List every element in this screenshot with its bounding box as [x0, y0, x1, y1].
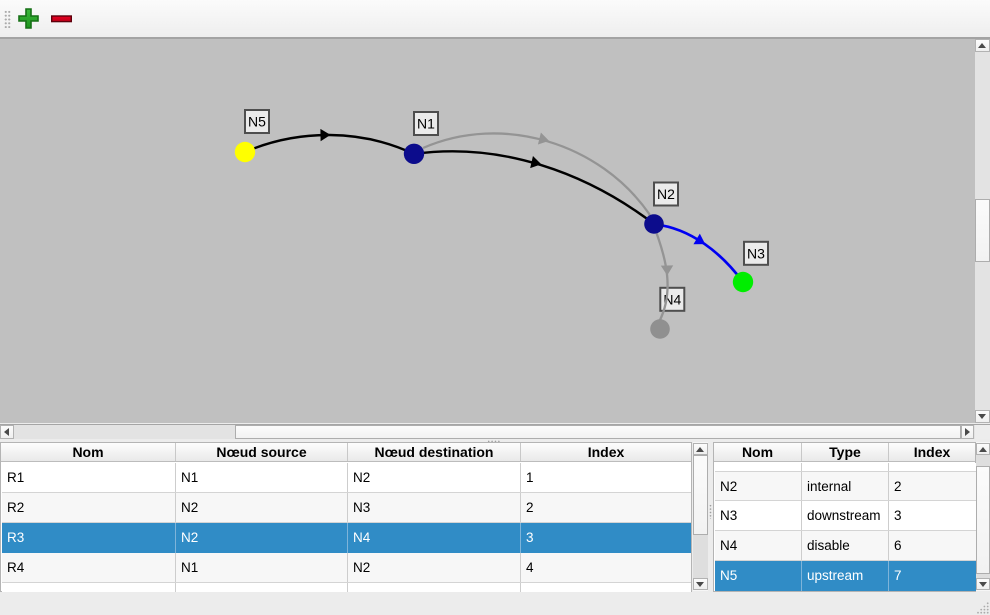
svg-text:N3: N3: [747, 245, 765, 261]
svg-text:N5: N5: [248, 114, 266, 130]
svg-text:N2: N2: [657, 186, 675, 202]
svg-text:N1: N1: [417, 116, 435, 132]
